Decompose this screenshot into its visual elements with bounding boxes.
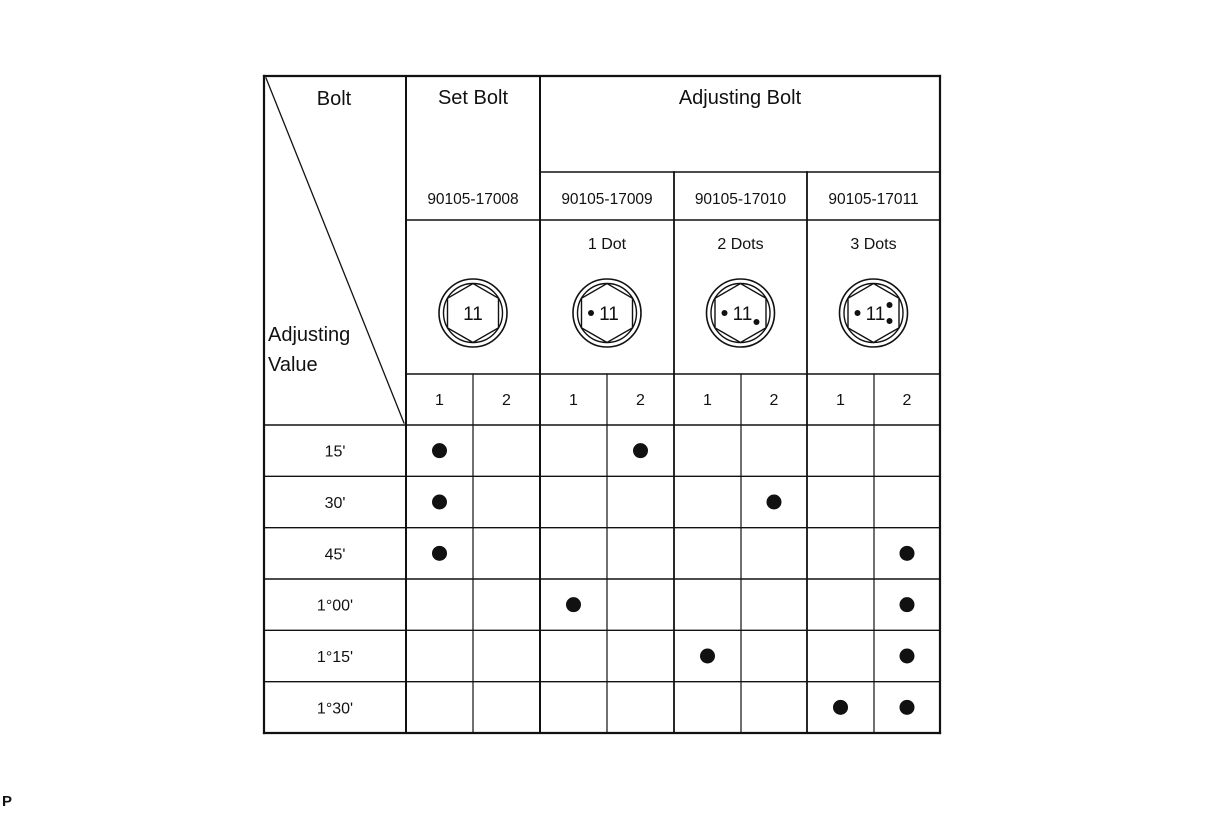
bolt-hexagon-icon xyxy=(446,282,500,344)
bolt-marking-2: 2 Dots xyxy=(717,236,763,253)
bolt-head-icon: 11 xyxy=(572,278,642,348)
selection-dot xyxy=(432,545,447,561)
part-number-1: 90105-17009 xyxy=(561,191,652,208)
bolt-dot-mark-icon xyxy=(854,310,861,316)
bolt-head-number: 11 xyxy=(463,304,483,325)
bolt-outer-ring-icon xyxy=(838,278,909,348)
bolt-head-icon: 11 xyxy=(838,278,909,348)
table-grid xyxy=(262,74,942,735)
position-label: 2 xyxy=(636,392,645,409)
selection-dot xyxy=(833,699,848,715)
bolt-head-number: 11 xyxy=(733,304,753,325)
bolt-dot-mark-icon xyxy=(886,302,893,308)
position-label: 2 xyxy=(903,392,912,409)
part-number-2: 90105-17010 xyxy=(695,191,787,208)
part-number-0: 90105-17008 xyxy=(427,191,518,208)
bolt-head-number: 11 xyxy=(599,304,619,325)
corner-mark: P xyxy=(2,793,13,810)
position-label: 1 xyxy=(435,392,444,409)
corner-label-value: Value xyxy=(268,354,318,376)
position-label: 2 xyxy=(770,392,779,409)
selection-dot xyxy=(899,648,915,664)
position-label: 1 xyxy=(836,392,845,409)
bolt-hexagon-icon xyxy=(847,282,900,344)
bolt-marking-1: 1 Dot xyxy=(588,236,627,253)
adjusting-value-label: 1°00' xyxy=(317,598,353,615)
position-label: 2 xyxy=(502,392,511,409)
bolt-head-icons: 11 11 11 11 xyxy=(438,278,909,348)
bolt-head-icon: 11 xyxy=(705,278,776,348)
adjusting-value-label: 1°30' xyxy=(317,700,353,717)
selection-dot xyxy=(700,648,715,664)
corner-label-bolt: Bolt xyxy=(317,88,352,110)
selection-dot xyxy=(432,443,447,459)
corner-label-adjusting: Adjusting xyxy=(268,324,350,346)
adjusting-value-label: 30' xyxy=(325,495,346,512)
corner-diagonal xyxy=(265,77,405,424)
selection-dot xyxy=(766,494,782,510)
table-marks xyxy=(432,443,915,715)
position-label: 1 xyxy=(569,392,578,409)
bolt-head-icon: 11 xyxy=(438,278,508,348)
part-number-3: 90105-17011 xyxy=(828,191,918,208)
bolt-outer-ring-icon xyxy=(438,278,508,348)
selection-dot xyxy=(633,443,648,459)
selection-dot xyxy=(899,699,915,715)
adjusting-value-label: 45' xyxy=(325,546,346,563)
bolt-outer-ring-icon xyxy=(705,278,776,348)
bolt-hexagon-icon xyxy=(714,282,767,344)
bolt-dot-mark-icon xyxy=(588,310,594,316)
selection-dot xyxy=(432,494,447,510)
position-label: 1 xyxy=(703,392,712,409)
bolt-marking-3: 3 Dots xyxy=(850,236,896,253)
selection-dot xyxy=(899,597,915,613)
selection-dot xyxy=(899,545,915,561)
selection-dot xyxy=(566,597,581,613)
bolt-dot-mark-icon xyxy=(753,319,760,325)
bolt-hexagon-icon xyxy=(580,282,634,344)
bolt-outer-ring-icon xyxy=(572,278,642,348)
adjusting-value-label: 15' xyxy=(325,444,346,461)
header-adjusting-bolt: Adjusting Bolt xyxy=(679,87,802,109)
bolt-dot-mark-icon xyxy=(721,310,728,316)
adjusting-value-label: 1°15' xyxy=(317,649,353,666)
bolt-head-number: 11 xyxy=(866,304,886,325)
header-set-bolt: Set Bolt xyxy=(438,87,508,109)
bolt-dot-mark-icon xyxy=(886,318,893,324)
